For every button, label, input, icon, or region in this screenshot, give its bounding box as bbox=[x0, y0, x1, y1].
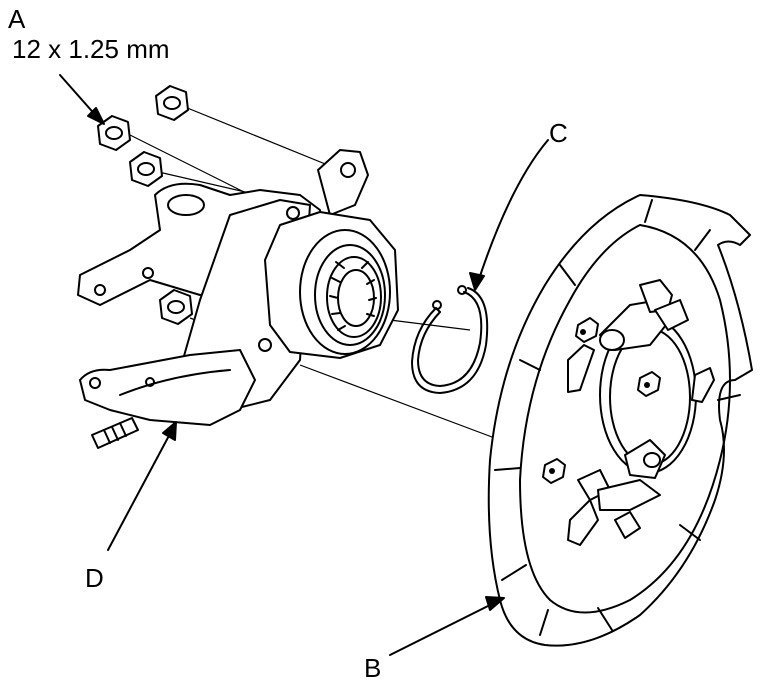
callout-d-label: D bbox=[85, 563, 104, 593]
callout-b-label: B bbox=[364, 653, 382, 683]
snap-ring-icon bbox=[411, 285, 489, 394]
callout-a-thread-spec: 12 x 1.25 mm bbox=[12, 34, 170, 64]
callout-c-label: C bbox=[549, 118, 568, 148]
flange-nut-icon bbox=[97, 85, 193, 325]
knuckle-hub-bearing-assembly-icon bbox=[77, 149, 399, 449]
callout-a-label: A bbox=[8, 4, 26, 34]
splash-shield-backing-plate-icon bbox=[487, 194, 753, 647]
leader-arrows bbox=[59, 74, 549, 656]
